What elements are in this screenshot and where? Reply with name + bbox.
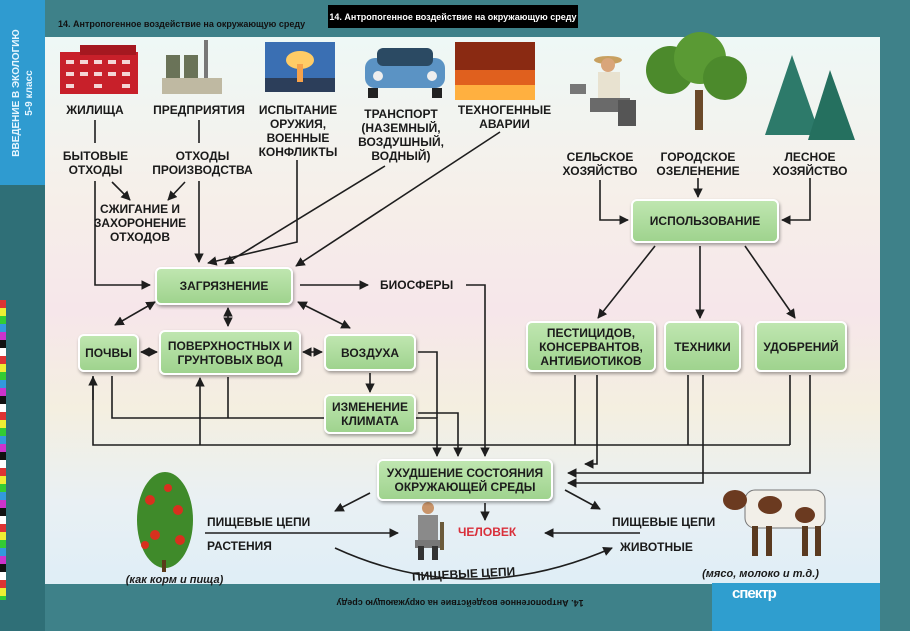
source-forestry: ЛЕСНОЕ ХОЗЯЙСТВО [772, 150, 848, 178]
header-title-box: 14. Антропогенное воздействие на окружаю… [328, 5, 578, 28]
deciduous-tree-icon [646, 32, 747, 130]
label-food-chains-left: ПИЩЕВЫЕ ЦЕПИ [207, 515, 311, 529]
box-water: ПОВЕРХНОСТНЫХ И ГРУНТОВЫХ ВОД [159, 330, 301, 375]
print-color-bar [0, 300, 6, 600]
label-plants: РАСТЕНИЯ [207, 539, 272, 553]
household-waste: БЫТОВЫЕ ОТХОДЫ [62, 149, 129, 177]
box-soil: ПОЧВЫ [78, 334, 139, 372]
waste-burning: СЖИГАНИЕ И ЗАХОРОНЕНИЕ ОТХОДОВ [93, 202, 187, 244]
source-housing: ЖИЛИЩА [66, 103, 124, 117]
source-urban-greening: ГОРОДСКОЕ ОЗЕЛЕНЕНИЕ [656, 150, 740, 178]
seated-man-icon [415, 502, 444, 560]
publisher-logo: спектр [732, 585, 777, 602]
box-fertilizers: УДОБРЕНИЙ [755, 321, 847, 372]
box-air: ВОЗДУХА [324, 334, 416, 371]
box-climate: ИЗМЕНЕНИЕ КЛИМАТА [324, 394, 416, 434]
conifer-trees-icon [765, 55, 855, 140]
label-human: ЧЕЛОВЕК [458, 525, 517, 539]
source-weapons: ИСПЫТАНИЕ ОРУЖИЯ, ВОЕННЫЕ КОНФЛИКТЫ [258, 103, 338, 159]
source-transport: ТРАНСПОРТ (НАЗЕМНЫЙ, ВОЗДУШНЫЙ, ВОДНЫЙ) [358, 107, 444, 163]
label-biosphere: БИОСФЕРЫ [380, 278, 454, 292]
box-machinery: ТЕХНИКИ [664, 321, 741, 372]
box-usage: ИСПОЛЬЗОВАНИЕ [631, 199, 779, 243]
industrial-waste: ОТХОДЫ ПРОИЗВОДСТВА [152, 149, 253, 177]
factory-icon [162, 40, 222, 94]
tomato-plant-icon [137, 472, 193, 572]
source-agriculture: СЕЛЬСКОЕ ХОЗЯЙСТВО [562, 150, 638, 178]
label-food-chains-right: ПИЩЕВЫЕ ЦЕПИ [612, 515, 716, 529]
farmer-icon [570, 56, 636, 126]
explosion-photo [265, 42, 335, 92]
header-title: 14. Антропогенное воздействие на окружаю… [58, 19, 306, 29]
source-enterprises: ПРЕДПРИЯТИЯ [153, 103, 245, 117]
building-icon [60, 45, 138, 94]
label-animals-note: (мясо, молоко и т.д.) [702, 568, 819, 580]
box-degradation: УХУДШЕНИЕ СОСТОЯНИЯ ОКРУЖАЮЩЕЙ СРЕДЫ [377, 459, 553, 501]
label-plants-note: (как корм и пища) [125, 574, 224, 586]
car-icon [365, 48, 445, 98]
source-accidents: ТЕХНОГЕННЫЕ АВАРИИ [457, 103, 552, 131]
fire-photo [455, 42, 535, 100]
box-pollution: ЗАГРЯЗНЕНИЕ [155, 267, 293, 305]
label-animals: ЖИВОТНЫЕ [620, 540, 693, 554]
cow-icon [723, 489, 826, 556]
right-frame [880, 0, 910, 631]
publisher-block: спектр [712, 583, 880, 631]
side-lower [0, 185, 45, 631]
box-pesticides: ПЕСТИЦИДОВ, КОНСЕРВАНТОВ, АНТИБИОТИКОВ [526, 321, 656, 372]
